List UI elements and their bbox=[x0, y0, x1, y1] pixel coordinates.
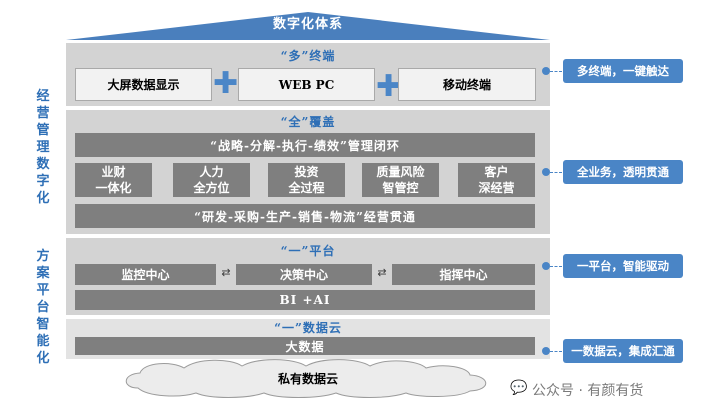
double-arrow-icon: ⇄ bbox=[377, 266, 387, 279]
label-multi-terminal: 多终端，一键触达 bbox=[563, 59, 683, 83]
coverage-layer-title: “全”覆盖 bbox=[280, 115, 336, 129]
connector-line bbox=[550, 266, 562, 267]
module-box: 客户深经营 bbox=[458, 163, 535, 197]
side-label-management: 经营管理数字化 bbox=[36, 89, 50, 206]
cloud-icon bbox=[125, 359, 487, 398]
module-box: 业财一体化 bbox=[75, 163, 152, 197]
platform-layer-title: “一”平台 bbox=[280, 244, 336, 258]
decision-center: 决策中心 bbox=[236, 264, 372, 285]
side-label-platform: 方案平台智能化 bbox=[36, 249, 50, 366]
command-center: 指挥中心 bbox=[392, 264, 535, 285]
terminal-big-screen: 大屏数据显示 bbox=[75, 68, 212, 101]
module-box: 投资全过程 bbox=[268, 163, 345, 197]
module-box: 质量风险智管控 bbox=[362, 163, 439, 197]
connector-line bbox=[550, 351, 562, 352]
management-loop-bar: “战略-分解-执行-绩效”管理闭环 bbox=[75, 133, 535, 157]
terminal-mobile: 移动终端 bbox=[398, 68, 536, 101]
operation-chain-bar: “研发-采购-生产-销售-物流”经营贯通 bbox=[75, 204, 535, 228]
connector-line bbox=[550, 71, 562, 72]
diagram-title: 数字化体系 bbox=[272, 17, 343, 32]
double-arrow-icon: ⇄ bbox=[221, 266, 231, 279]
plus-icon: ✚ bbox=[376, 69, 402, 104]
watermark-text: 公众号 · 有颜有货 bbox=[532, 383, 644, 399]
private-cloud-label: 私有数据云 bbox=[277, 372, 338, 386]
label-one-platform: 一平台，智能驱动 bbox=[563, 254, 683, 278]
data-cloud-layer-title: “一”数据云 bbox=[274, 321, 342, 335]
wechat-icon: 💬 bbox=[510, 380, 528, 396]
terminal-web-pc: WEB PC bbox=[238, 68, 375, 101]
big-data-bar: 大数据 bbox=[75, 337, 535, 355]
monitor-center: 监控中心 bbox=[75, 264, 216, 285]
connector-line bbox=[550, 172, 562, 173]
bi-ai-bar: BI +AI bbox=[75, 290, 535, 310]
label-data-cloud: 一数据云，集成汇通 bbox=[563, 339, 683, 363]
connector-dot bbox=[542, 347, 550, 355]
roof-triangle bbox=[66, 12, 550, 40]
label-full-business: 全业务，透明贯通 bbox=[563, 160, 683, 184]
connector-dot bbox=[542, 262, 550, 270]
module-box: 人力全方位 bbox=[173, 163, 250, 197]
terminal-layer-title: “多”终端 bbox=[280, 49, 336, 63]
plus-icon: ✚ bbox=[213, 66, 239, 101]
connector-dot bbox=[542, 168, 550, 176]
connector-dot bbox=[542, 67, 550, 75]
